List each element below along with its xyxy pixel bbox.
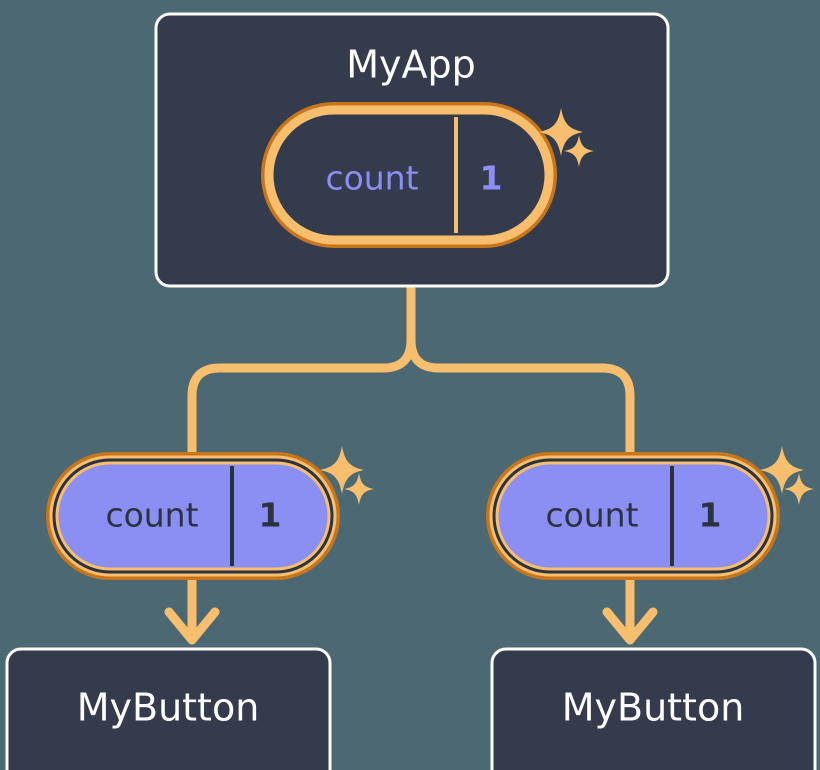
sparkle-small-icon xyxy=(784,473,814,505)
sparkle-small-icon xyxy=(564,135,594,167)
state-pill-root[interactable]: count 1 xyxy=(261,102,557,248)
state-pill-right-outline xyxy=(492,458,774,574)
sparkle-large-icon xyxy=(320,446,364,494)
sparkle-large-icon xyxy=(760,446,804,494)
state-pill-root-key: count xyxy=(325,159,418,198)
state-pill-child-left[interactable]: count 1 xyxy=(46,446,374,580)
node-card-mybutton-left[interactable]: MyButton xyxy=(5,647,332,770)
state-pill-root-value: 1 xyxy=(480,159,503,198)
card-background-mybutton-right xyxy=(490,647,817,770)
state-pill-right-key: count xyxy=(545,496,638,535)
node-label-mybutton-right: MyButton xyxy=(562,686,745,730)
state-pill-root-inner-ring xyxy=(264,105,554,245)
sparkle-group-root xyxy=(539,108,594,167)
sparkle-group-right xyxy=(760,446,814,505)
state-pill-left-key: count xyxy=(105,496,198,535)
state-pill-right-value: 1 xyxy=(699,496,722,535)
state-pill-left-value: 1 xyxy=(259,496,282,535)
sparkle-large-icon xyxy=(539,108,583,156)
node-label-myapp: MyApp xyxy=(346,43,476,87)
card-background-mybutton-left xyxy=(5,647,332,770)
arrowhead-right-icon xyxy=(602,607,658,645)
state-pill-child-right[interactable]: count 1 xyxy=(486,446,814,580)
connector-tree-branch xyxy=(187,281,635,457)
node-card-myapp[interactable]: MyApp count 1 xyxy=(154,12,670,288)
state-pill-left-outline xyxy=(52,458,334,574)
node-card-mybutton-right[interactable]: MyButton xyxy=(490,647,817,770)
sparkle-small-icon xyxy=(344,473,374,505)
arrowhead-left-icon xyxy=(164,607,220,645)
node-label-mybutton-left: MyButton xyxy=(77,686,260,730)
sparkle-group-left xyxy=(320,446,374,505)
connector-group xyxy=(164,281,658,645)
